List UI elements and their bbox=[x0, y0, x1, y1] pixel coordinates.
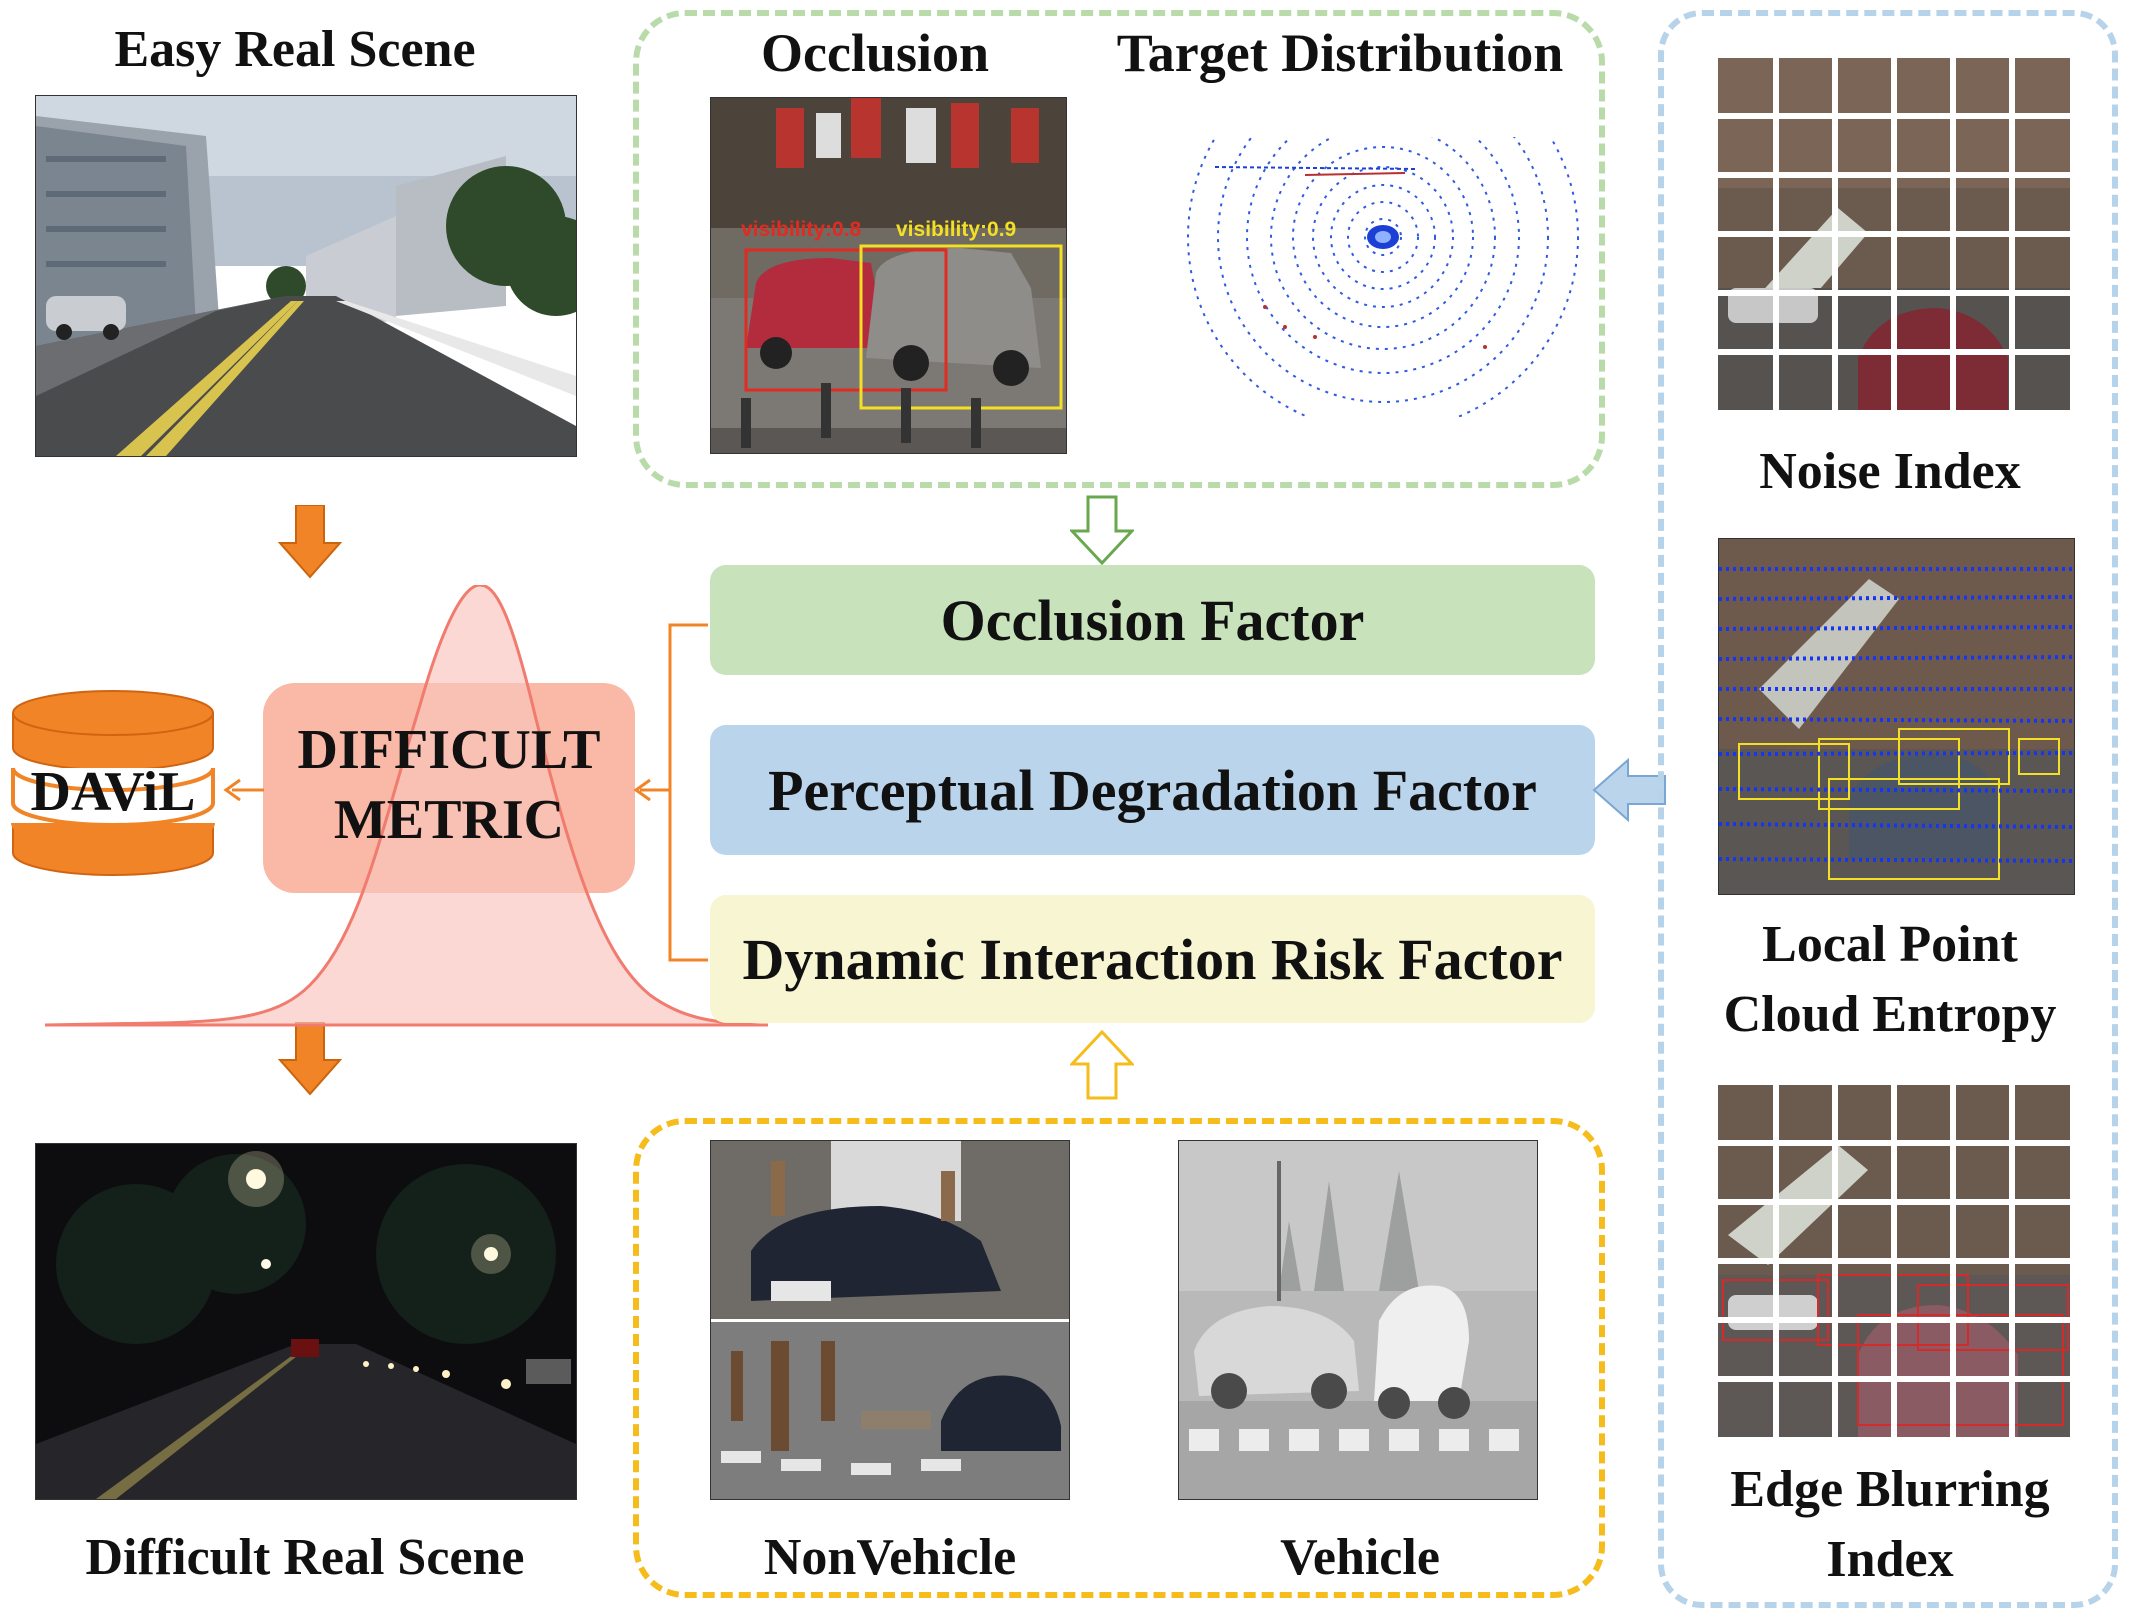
visibility-red-tag: visibility:0.8 bbox=[741, 218, 862, 241]
down-arrow-icon bbox=[1070, 495, 1134, 565]
perceptual-degradation-factor-label: Perceptual Degradation Factor bbox=[768, 757, 1537, 823]
local-point-cloud-entropy-image bbox=[1718, 538, 2075, 895]
down-arrow-icon bbox=[278, 1022, 342, 1096]
factor-connector bbox=[633, 623, 708, 962]
edge-blurring-index-label-1: Edge Blurring bbox=[1730, 1461, 2050, 1518]
left-arrow-icon bbox=[1592, 758, 1666, 822]
dynamic-interaction-risk-factor-label: Dynamic Interaction Risk Factor bbox=[742, 926, 1563, 992]
difficult-real-scene-image bbox=[35, 1143, 577, 1500]
occlusion-group-frame bbox=[633, 10, 1605, 488]
interaction-group-frame bbox=[633, 1118, 1605, 1598]
down-arrow-icon bbox=[278, 505, 342, 579]
edge-blurring-index-image bbox=[1718, 1085, 2070, 1437]
target-distribution-image bbox=[1185, 97, 1585, 452]
difficult-real-scene-label: Difficult Real Scene bbox=[85, 1529, 525, 1586]
occlusion-factor-box: Occlusion Factor bbox=[710, 565, 1595, 675]
left-arrow-icon bbox=[223, 778, 264, 802]
up-arrow-icon bbox=[1070, 1030, 1134, 1100]
vehicle-image bbox=[1178, 1140, 1538, 1500]
metric-title-line1: DIFFICULT bbox=[297, 719, 601, 781]
vehicle-label: Vehicle bbox=[1280, 1529, 1440, 1586]
occlusion-factor-label: Occlusion Factor bbox=[940, 587, 1365, 653]
edge-blurring-index-label-2: Index bbox=[1826, 1531, 1954, 1588]
perceptual-degradation-factor-box: Perceptual Degradation Factor bbox=[710, 725, 1595, 855]
nonvehicle-label: NonVehicle bbox=[763, 1529, 1017, 1586]
noise-index-label: Noise Index bbox=[1759, 443, 2021, 500]
dataset-name: DAViL bbox=[30, 761, 196, 823]
easy-real-scene-label: Easy Real Scene bbox=[114, 21, 476, 78]
local-point-cloud-entropy-label-1: Local Point bbox=[1762, 916, 2018, 973]
distribution-curve bbox=[44, 585, 768, 1027]
easy-real-scene-image bbox=[35, 95, 577, 457]
local-point-cloud-entropy-label-2: Cloud Entropy bbox=[1723, 986, 2057, 1043]
metric-title-line2: METRIC bbox=[333, 789, 565, 851]
nonvehicle-image bbox=[710, 1140, 1070, 1500]
occlusion-image: visibility:0.8 visibility:0.9 bbox=[710, 97, 1067, 454]
occlusion-label: Occlusion bbox=[760, 23, 990, 83]
database-icon bbox=[11, 690, 215, 876]
noise-index-image bbox=[1718, 58, 2070, 410]
visibility-yellow-tag: visibility:0.9 bbox=[896, 218, 1017, 241]
dynamic-interaction-risk-factor-box: Dynamic Interaction Risk Factor bbox=[710, 895, 1595, 1023]
perceptual-group-frame bbox=[1658, 10, 2118, 1608]
target-distribution-label: Target Distribution bbox=[1116, 23, 1564, 83]
